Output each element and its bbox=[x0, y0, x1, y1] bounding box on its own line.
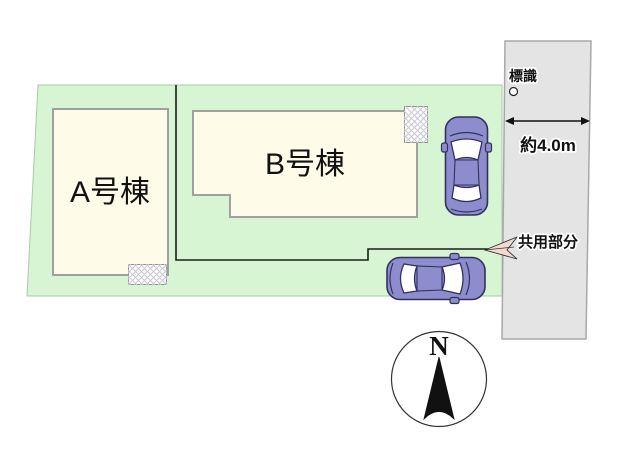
lot-boundary-line bbox=[175, 85, 502, 261]
sign-label: 標識 bbox=[509, 68, 537, 84]
car-icon-vertical bbox=[440, 116, 493, 216]
building-b-label: B号棟 bbox=[265, 148, 345, 181]
hatched-area-b bbox=[404, 106, 428, 143]
north-label: N bbox=[429, 331, 449, 361]
sign-circle-icon bbox=[508, 86, 519, 97]
road-width-dimension: 約4.0m bbox=[505, 117, 590, 157]
sign-marker: 標識 bbox=[507, 66, 539, 97]
building-a-label: A号棟 bbox=[70, 176, 150, 209]
north-compass: N bbox=[390, 330, 488, 428]
road-area bbox=[501, 40, 592, 340]
north-needle-icon bbox=[423, 356, 455, 421]
road-width-label: 約4.0m bbox=[520, 135, 576, 155]
dimension-arrowhead-right-icon bbox=[581, 117, 590, 125]
common-area-label: 共用部分 bbox=[518, 233, 578, 251]
dimension-arrowhead-left-icon bbox=[505, 117, 514, 125]
common-area-callout: 共用部分 bbox=[483, 231, 580, 260]
building-a bbox=[52, 108, 169, 276]
leader-arrow-fold-line bbox=[484, 246, 515, 251]
hatched-area-a bbox=[128, 264, 167, 285]
car-icon-horizontal bbox=[386, 252, 486, 305]
